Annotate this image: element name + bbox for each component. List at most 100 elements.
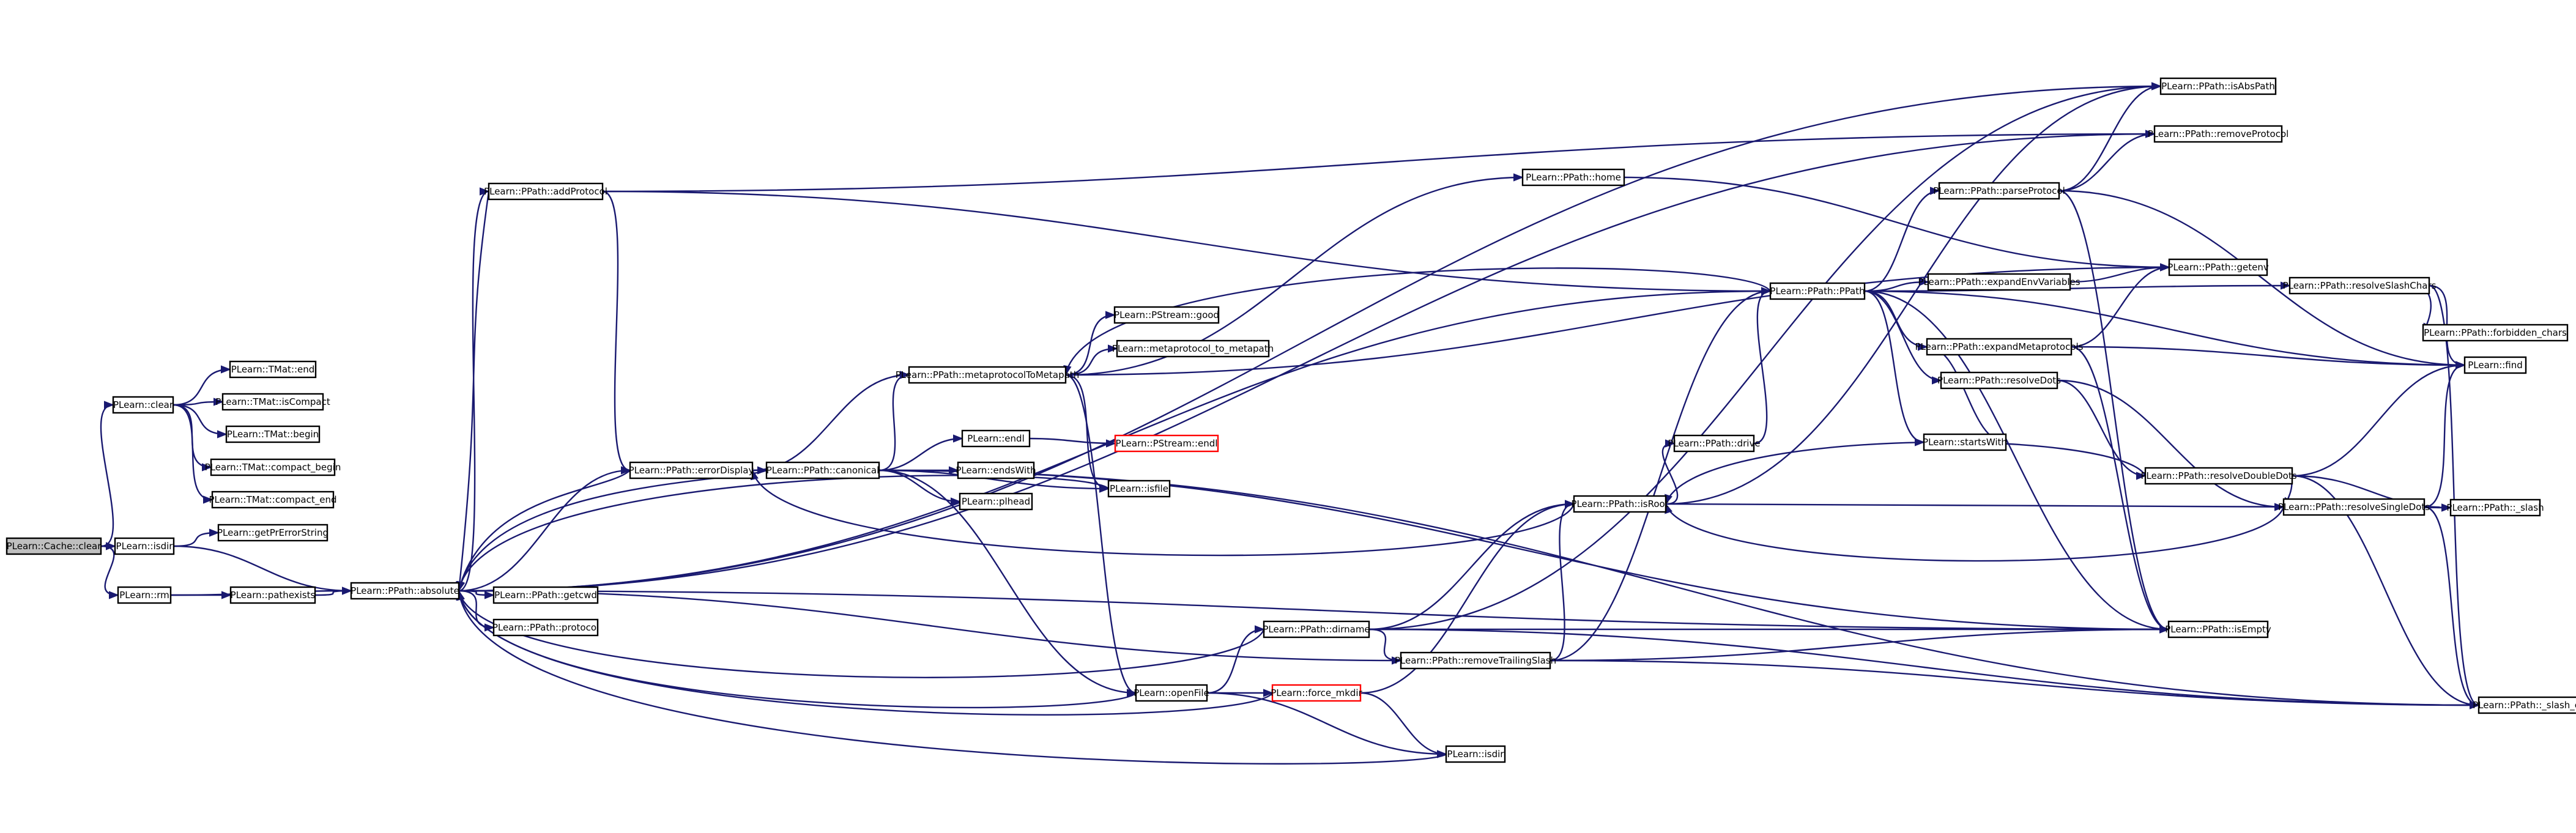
node-label: PLearn::force_mkdir <box>1271 687 1362 699</box>
node-endl[interactable]: PLearn::endl <box>961 429 1031 448</box>
node-protocol[interactable]: PLearn::PPath::protocol <box>492 618 599 637</box>
edge-arrow <box>878 434 963 472</box>
node-metaprotocoltometapath[interactable]: PLearn::PPath::metaprotocolToMetapath <box>896 366 1079 384</box>
call-edge <box>1063 267 1772 376</box>
edge-arrow <box>2057 379 2147 480</box>
call-edge <box>1368 500 1575 631</box>
edge-arrow <box>458 130 2156 592</box>
node-forbidden-chars[interactable]: PLearn::PPath::forbidden_chars <box>2422 324 2569 342</box>
node-openfile[interactable]: PLearn::openFile <box>1134 684 1209 702</box>
node-box <box>225 425 321 443</box>
node-pstream-good[interactable]: PLearn::PStream::good <box>1113 306 1220 324</box>
node-tmat-begin[interactable]: PLearn::TMat::begin <box>225 425 321 443</box>
edge-arrow <box>878 469 2480 709</box>
node-drive[interactable]: PLearn::PPath::drive <box>1668 434 1761 453</box>
node-expandmetaprotocols[interactable]: PLearn::PPath::expandMetaprotocols <box>1915 338 2084 356</box>
node-box <box>1271 684 1362 702</box>
node-label: PLearn::PPath::forbidden_chars <box>2424 327 2567 339</box>
node-addprotocol[interactable]: PLearn::PPath::addProtocol <box>484 182 607 201</box>
call-edge <box>1624 176 2170 272</box>
call-edge <box>1864 290 1942 385</box>
call-edge <box>1926 346 2007 446</box>
call-edge <box>2292 361 2466 477</box>
node-tmat-iscompact[interactable]: PLearn::TMat::isCompact <box>215 393 330 411</box>
call-edge <box>878 469 1137 697</box>
node-resolvesingledots[interactable]: PLearn::PPath::resolveSingleDots <box>2278 498 2430 516</box>
node-box <box>961 429 1031 448</box>
edge-arrow <box>602 130 2156 193</box>
edge-arrow <box>1550 659 2480 709</box>
edge-arrow <box>1360 500 1575 694</box>
node-clear[interactable]: PLearn::clear <box>112 396 174 414</box>
node-isempty[interactable]: PLearn::PPath::isEmpty <box>2165 620 2271 639</box>
node-dirname[interactable]: PLearn::PPath::dirname <box>1263 620 1370 639</box>
node-tmat-compact-end[interactable]: PLearn::TMat::compact_end <box>209 491 337 509</box>
edge-arrow <box>1065 311 1116 376</box>
edge-arrow <box>1864 290 2170 634</box>
node-getcwd[interactable]: PLearn::PPath::getcwd <box>492 586 599 604</box>
node-tmat-end[interactable]: PLearn::TMat::end <box>229 360 317 379</box>
node-label: PLearn::PPath::removeProtocol <box>2148 128 2289 139</box>
node-errordisplay[interactable]: PLearn::PPath::errorDisplay <box>629 461 754 479</box>
edge-arrow <box>1368 628 1402 665</box>
node-startswith[interactable]: PLearn::startsWith <box>1923 433 2007 451</box>
node-box <box>2282 498 2426 516</box>
node-home[interactable]: PLearn::PPath::home <box>1521 168 1625 187</box>
node-getprerrorstring[interactable]: PLearn::getPrErrorString <box>217 524 328 542</box>
node-canonical[interactable]: PLearn::PPath::canonical <box>765 461 880 479</box>
node-expandenvvariables[interactable]: PLearn::PPath::expandEnvVariables <box>1918 273 2080 291</box>
node-ppath[interactable]: PLearn::PPath::PPath <box>1769 282 1866 300</box>
node-endswith[interactable]: PLearn::endsWith <box>956 461 1036 479</box>
node-absolute[interactable]: PLearn::PPath::absolute <box>350 582 460 600</box>
node-isdir[interactable]: PLearn::isdir <box>114 537 175 555</box>
node-pstream-endl[interactable]: PLearn::PStream::endl <box>1114 434 1219 453</box>
node-pathexists[interactable]: PLearn::pathexists <box>229 586 316 604</box>
node-label: PLearn::PPath::resolveSlashChars <box>2283 280 2437 291</box>
node-removetrailingslash[interactable]: PLearn::PPath::removeTrailingSlash <box>1395 651 1556 670</box>
call-edge <box>2057 379 2147 480</box>
node-label: PLearn::PPath::canonical <box>766 465 880 476</box>
node-isabspath[interactable]: PLearn::PPath::isAbsPath <box>2159 77 2277 95</box>
node-rm[interactable]: PLearn::rm <box>117 586 172 604</box>
node-getenv[interactable]: PLearn::PPath::getenv <box>2167 258 2269 276</box>
edge-arrow <box>173 404 213 504</box>
node-metaprotocol-to-metapath[interactable]: PLearn::metaprotocol_to_metapath <box>1112 339 1274 358</box>
node-box <box>1769 282 1866 300</box>
node-force-mkdir[interactable]: PLearn::force_mkdir <box>1271 684 1363 702</box>
node-resolvedots[interactable]: PLearn::PPath::resolveDots <box>1937 371 2061 390</box>
node-tmat-compact-begin[interactable]: PLearn::TMat::compact_begin <box>205 458 341 476</box>
edge-arrow <box>1864 290 1925 446</box>
node-label: PLearn::openFile <box>1134 687 1209 698</box>
node-label: PLearn::clear <box>113 399 174 410</box>
call-edge <box>2058 130 2156 192</box>
node-resolvedoubledots[interactable]: PLearn::PPath::resolveDoubleDots <box>2140 467 2297 485</box>
node-parseprotocol[interactable]: PLearn::PPath::parseProtocol <box>1933 182 2065 200</box>
node-find[interactable]: PLearn::find <box>2463 356 2527 374</box>
call-edge <box>1665 441 2147 505</box>
node-isdir2[interactable]: PLearn::isdir <box>1445 745 1506 763</box>
node-slash-char[interactable]: PLearn::PPath::_slash_char <box>2473 696 2576 714</box>
node-resolveslashchars[interactable]: PLearn::PPath::resolveSlashChars <box>2283 276 2437 295</box>
call-edge <box>2292 475 2480 709</box>
node-label: PLearn::PPath::_slash_char <box>2473 700 2576 711</box>
call-edge <box>1368 628 1402 665</box>
call-edge <box>1065 374 1137 697</box>
node-isfile[interactable]: PLearn::isfile <box>1107 479 1171 498</box>
node-removeprotocol[interactable]: PLearn::PPath::removeProtocol <box>2148 125 2289 143</box>
call-edge <box>1753 287 1772 445</box>
node-label: PLearn::PPath::resolveDots <box>1937 375 2061 386</box>
edge-arrow <box>878 469 2170 634</box>
node-cache-clear[interactable]: PLearn::Cache::clear <box>6 537 102 555</box>
node-label: PLearn::isdir <box>1447 749 1505 760</box>
node-label: PLearn::PPath::absolute <box>351 585 459 596</box>
edge-arrow <box>752 371 910 472</box>
node-slash[interactable]: PLearn::PPath::_slash <box>2446 498 2544 517</box>
call-edge <box>458 466 631 592</box>
edge-arrow <box>2424 506 2480 709</box>
node-pihead[interactable]: PLearn::plhead <box>959 492 1033 511</box>
edge-arrow <box>1063 267 1772 376</box>
edge-arrow <box>1864 290 1928 351</box>
call-edge <box>456 475 1109 592</box>
node-isroot[interactable]: PLearn::PPath::isRoot <box>1571 495 1669 513</box>
